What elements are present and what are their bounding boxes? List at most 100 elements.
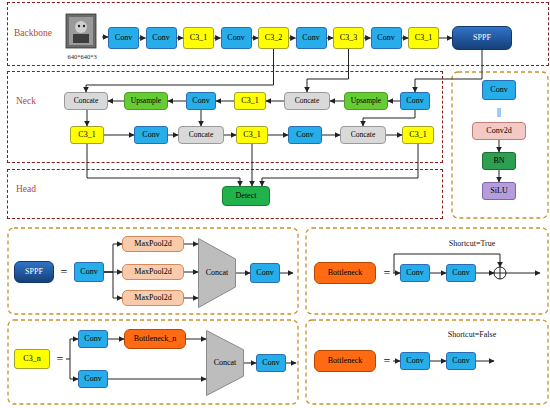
concat-block: Concate <box>64 92 108 110</box>
block-label: BN <box>493 157 504 165</box>
flow-arrow <box>168 135 178 136</box>
flow-arrow <box>307 49 349 92</box>
block-label: Conv <box>296 131 313 139</box>
flow-arrow <box>104 244 122 272</box>
flow-arrow <box>499 140 500 152</box>
equals-sign: = <box>57 352 64 367</box>
block-label: Conv <box>115 34 132 42</box>
add-symbol <box>494 273 506 274</box>
maxpool-block: MaxPool2d <box>122 236 184 252</box>
c3-block: C3_1 <box>402 126 434 144</box>
trapezoid-outline <box>207 331 244 396</box>
block-label: Upsample <box>351 97 381 105</box>
flow-arrow <box>87 110 88 126</box>
input-wire <box>66 359 70 360</box>
output-wire <box>280 273 293 274</box>
concat-block: Concate <box>284 92 330 110</box>
flow-arrow <box>104 272 122 298</box>
flow-arrow <box>289 38 296 39</box>
output-wire <box>286 363 296 364</box>
c3-block: C3_1 <box>70 126 104 144</box>
c3-block: C3_3 <box>333 27 364 49</box>
flow-arrow <box>177 38 184 39</box>
flow-arrow <box>186 339 206 340</box>
block-label: Conv <box>192 97 209 105</box>
flow-arrow <box>102 37 108 38</box>
block-label: C3_1 <box>409 131 426 139</box>
flow-arrow <box>330 101 344 102</box>
flow-arrow <box>252 38 259 39</box>
block-label: Conv <box>452 269 469 277</box>
module-frame <box>306 320 548 404</box>
bn-block: BN <box>482 152 516 170</box>
block-label: Conv <box>84 375 101 383</box>
flow-arrow <box>430 273 446 274</box>
add-symbol <box>494 267 506 279</box>
input-wire <box>70 339 78 340</box>
c3-block: C3_1 <box>234 92 266 110</box>
c3-block: C3_1 <box>236 126 268 144</box>
block-label: Conv <box>256 269 273 277</box>
shortcut-wire <box>394 254 500 273</box>
flow-arrow <box>402 38 409 39</box>
shortcut-note: Shortcut=True <box>449 239 495 248</box>
photo-shape <box>75 21 87 33</box>
flow-arrow <box>108 339 124 340</box>
flow-arrow <box>214 38 221 39</box>
input-wire <box>393 273 400 274</box>
input-image: 640*640*3 <box>62 12 102 62</box>
block-label: Conv <box>377 34 394 42</box>
flow-arrow <box>168 101 186 102</box>
block-label: Conv <box>262 359 279 367</box>
section-frame: NeckConcateUpsampleConvC3_1ConcateUpsamp… <box>8 72 442 162</box>
c3-block: C3_2 <box>258 27 289 49</box>
conv-block: Conv <box>250 263 280 283</box>
maxpool-block: MaxPool2d <box>122 290 184 306</box>
conv-block: Conv <box>74 262 104 282</box>
block-label: MaxPool2d <box>134 240 171 248</box>
shortcut-note: Shortcut=False <box>448 330 497 339</box>
block-label: Concate <box>74 97 99 105</box>
flow-arrow <box>108 379 206 380</box>
module-frame <box>8 228 298 314</box>
flow-arrow <box>388 101 400 102</box>
module-frame <box>8 320 298 404</box>
block-label: Conv <box>302 34 319 42</box>
flow-arrow <box>322 135 340 136</box>
block-label: Concat <box>206 269 229 277</box>
bottleneck-block: Bottleneck <box>314 350 376 372</box>
upsample-block: Upsample <box>124 92 168 110</box>
conv-block: Conv <box>78 330 108 348</box>
conv-block: Conv <box>256 354 286 372</box>
block-label: C3_1 <box>415 34 432 42</box>
flow-arrow <box>224 135 236 136</box>
conv-block: Conv <box>400 264 430 282</box>
conv-block: Conv <box>400 352 430 370</box>
flow-arrow <box>184 298 198 299</box>
equals-sign: = <box>384 266 391 281</box>
flow-arrow <box>266 101 284 102</box>
block-label: C3_n <box>23 355 40 363</box>
flow-arrow <box>364 38 371 39</box>
conv-block: Conv <box>288 126 322 144</box>
conv-block: Conv <box>108 27 139 49</box>
block-label: Conv <box>84 335 101 343</box>
input-wire <box>70 379 78 380</box>
block-label: C3_1 <box>190 34 207 42</box>
conv-block: Conv <box>221 27 252 49</box>
section-heading: Backbone <box>14 28 52 38</box>
block-label: Upsample <box>131 97 161 105</box>
flow-arrow <box>499 170 500 182</box>
block-label: Conv <box>142 131 159 139</box>
photo-shape <box>73 34 89 43</box>
module-frame <box>306 228 548 314</box>
block-label: C3_1 <box>241 97 258 105</box>
input-size: 640*640*3 <box>62 53 102 60</box>
maxpool-block: MaxPool2d <box>122 264 184 280</box>
block-label: Bottleneck <box>328 269 363 277</box>
flow-arrow <box>236 273 250 274</box>
block-label: Conv <box>452 357 469 365</box>
bottleneck-block: Bottleneck_n <box>124 329 186 349</box>
block-label: C3_3 <box>340 34 357 42</box>
flow-arrow <box>430 361 446 362</box>
